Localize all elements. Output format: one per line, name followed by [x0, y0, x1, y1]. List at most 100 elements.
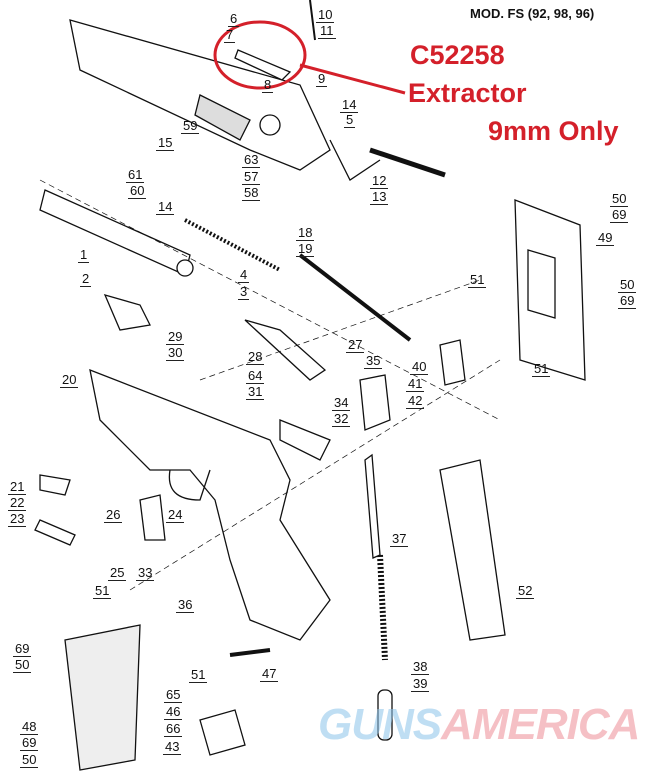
- guide-rod-part: [298, 253, 412, 342]
- part-label: 20: [60, 372, 79, 388]
- sear-spring-part: [364, 453, 381, 559]
- model-title: MOD. FS (92, 98, 96): [470, 6, 595, 21]
- small-part: [39, 474, 71, 496]
- extractor-part: [234, 49, 292, 81]
- part-label: 52: [516, 583, 535, 599]
- part-label: 7: [224, 27, 236, 43]
- small-part: [34, 519, 76, 546]
- part-label: 8: [262, 77, 274, 93]
- part-label: 48: [20, 719, 39, 735]
- part-label: 51: [93, 583, 112, 599]
- part-label: 41: [406, 376, 425, 392]
- part-label: 40: [410, 359, 429, 375]
- part-label: 6: [228, 11, 240, 27]
- part-label: 57: [242, 169, 261, 185]
- part-label: 51: [532, 361, 551, 377]
- part-label: 43: [163, 739, 182, 755]
- part-label: 60: [128, 183, 147, 199]
- part-label: 35: [364, 353, 383, 369]
- callout-part-name: Extractor: [408, 78, 527, 108]
- part-label: 28: [246, 349, 265, 365]
- part-label: 10: [316, 7, 335, 23]
- small-part: [329, 139, 381, 181]
- part-label: 36: [176, 597, 195, 613]
- part-label: 31: [246, 384, 265, 400]
- small-part: [103, 293, 151, 331]
- part-label: 23: [8, 511, 27, 527]
- part-label: 69: [610, 207, 629, 223]
- callout-note: 9mm Only: [488, 116, 619, 146]
- callout-part-number: C52258: [410, 40, 505, 70]
- assembly-lines: [39, 179, 501, 591]
- part-label: 69: [618, 293, 637, 309]
- part-label: 42: [406, 393, 425, 409]
- slide-pin-hole: [259, 114, 281, 136]
- part-label: 4: [238, 267, 250, 283]
- part-label: 69: [13, 641, 32, 657]
- part-label: 63: [242, 152, 261, 168]
- part-label: 14: [340, 97, 359, 113]
- small-part: [359, 374, 391, 431]
- part-label: 50: [618, 277, 637, 293]
- part-label: 69: [20, 735, 39, 751]
- watermark-logo: GUNSAMERICA: [318, 700, 640, 749]
- part-label: 18: [296, 225, 315, 241]
- part-label: 24: [166, 507, 185, 523]
- part-label: 15: [156, 135, 175, 151]
- part-label: 38: [411, 659, 430, 675]
- part-label: 64: [246, 368, 265, 384]
- part-label: 21: [8, 479, 27, 495]
- part-label: 27: [346, 337, 365, 353]
- frame-part: [89, 368, 331, 641]
- callout-circle: [213, 20, 307, 90]
- barrel-muzzle: [176, 259, 194, 277]
- part-label: 12: [370, 173, 389, 189]
- part-label: 30: [166, 345, 185, 361]
- part-label: 29: [166, 329, 185, 345]
- part-label: 19: [296, 241, 315, 257]
- right-grip-window: [527, 249, 556, 319]
- small-part: [279, 419, 331, 461]
- part-label: 61: [126, 167, 145, 183]
- small-part: [369, 147, 446, 178]
- part-label: 37: [390, 531, 409, 547]
- part-label: 46: [164, 704, 183, 720]
- small-part: [229, 648, 271, 657]
- part-label: 22: [8, 495, 27, 511]
- part-label: 58: [242, 185, 261, 201]
- part-label: 1: [78, 247, 90, 263]
- left-grip-part: [64, 624, 141, 771]
- part-label: 50: [610, 191, 629, 207]
- magazine-spring-part: [377, 554, 388, 661]
- part-label: 34: [332, 395, 351, 411]
- magazine-part: [439, 459, 506, 641]
- part-label: 9: [316, 71, 328, 87]
- part-label: 13: [370, 189, 389, 205]
- part-label: 32: [332, 411, 351, 427]
- slide-serrations: [194, 94, 251, 141]
- plunger-part: [377, 689, 393, 741]
- right-grip-part: [514, 199, 586, 381]
- part-label: 47: [260, 666, 279, 682]
- part-label: 50: [20, 752, 39, 768]
- part-label: 3: [238, 284, 250, 300]
- part-label: 39: [411, 676, 430, 692]
- part-label: 11: [318, 23, 336, 39]
- part-label: 50: [13, 657, 32, 673]
- part-label: 66: [164, 721, 183, 737]
- part-label: 33: [136, 565, 155, 581]
- part-label: 25: [108, 565, 127, 581]
- small-part: [309, 0, 316, 41]
- callout-line: [299, 63, 406, 95]
- part-label: 14: [156, 199, 175, 215]
- part-label: 51: [468, 272, 487, 288]
- small-part: [439, 339, 466, 386]
- part-label: 59: [181, 118, 200, 134]
- part-label: 51: [189, 667, 208, 683]
- part-label: 65: [164, 687, 183, 703]
- small-part: [199, 709, 246, 756]
- part-label: 49: [596, 230, 615, 246]
- part-label: 26: [104, 507, 123, 523]
